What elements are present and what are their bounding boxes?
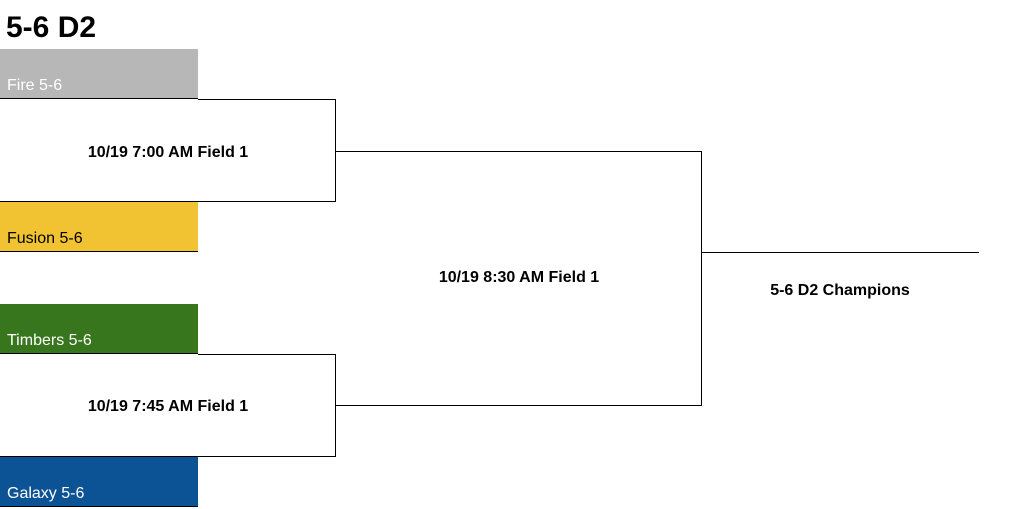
team-slot-galaxy[interactable]: Galaxy 5-6 [0,457,198,507]
team-name: Fusion 5-6 [7,230,83,247]
connector-line [0,201,336,202]
team-name: Timbers 5-6 [7,332,92,349]
team-slot-fusion[interactable]: Fusion 5-6 [0,202,198,252]
team-name: Fire 5-6 [7,77,63,94]
bracket-title: 5-6 D2 [6,11,97,44]
team-slot-fire[interactable]: Fire 5-6 [0,49,198,99]
team-slot-timbers[interactable]: Timbers 5-6 [0,304,198,354]
connector-line [701,252,979,253]
match-semi-2-label[interactable]: 10/19 7:45 AM Field 1 [87,398,249,415]
connector-line [336,151,702,152]
connector-line [701,151,702,406]
champion-label: 5-6 D2 Champions [770,282,910,299]
connector-line [198,354,336,355]
team-name: Galaxy 5-6 [7,485,85,502]
match-semi-1-label[interactable]: 10/19 7:00 AM Field 1 [87,144,249,161]
connector-line [335,354,336,457]
connector-line [336,405,702,406]
connector-line [335,99,336,202]
connector-line [198,99,336,100]
match-final-label[interactable]: 10/19 8:30 AM Field 1 [438,269,600,286]
connector-line [0,456,336,457]
